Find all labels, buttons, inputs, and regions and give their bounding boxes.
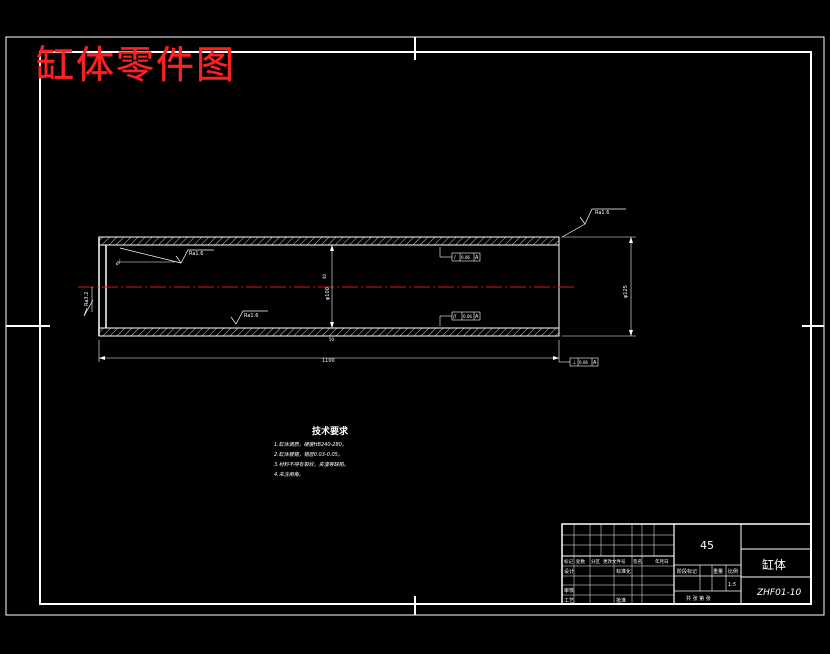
tb-ratio-label: 比例 bbox=[728, 568, 738, 575]
roughness-end-face: Ra3.2 bbox=[84, 292, 90, 306]
inner-frame bbox=[39, 51, 812, 605]
roughness-bottom: Ra1.6 bbox=[244, 313, 258, 319]
tb-weight-label: 重量 bbox=[713, 568, 723, 575]
tb-scale: 1:5 bbox=[728, 582, 736, 588]
tech-heading: 技术要求 bbox=[312, 427, 349, 437]
tb-material: 45 bbox=[700, 539, 714, 552]
dim-chamfer: 45° bbox=[114, 258, 123, 267]
tol-upper-value: 0.06 bbox=[461, 255, 470, 260]
datum-symbol: ⊥ bbox=[572, 360, 576, 366]
tb-drawing-no: ZHF01-10 bbox=[756, 588, 802, 598]
tol-lower-symbol: // bbox=[453, 314, 457, 320]
datum-frame bbox=[559, 357, 599, 367]
roughness-symbols bbox=[83, 208, 626, 325]
tolerance-frame-upper bbox=[439, 247, 481, 262]
tol-upper-symbol: / bbox=[454, 255, 456, 261]
tolerance-frame-lower bbox=[439, 311, 481, 326]
title-block bbox=[561, 523, 812, 605]
tech-line-2: 2.缸体镀铬，铬层0.03-0.05。 bbox=[274, 452, 343, 458]
tol-lower-value: 0.06 bbox=[463, 314, 472, 319]
tb-process-label: 工艺 bbox=[564, 598, 574, 604]
tb-review-label: 审核 bbox=[564, 587, 574, 594]
wall-bottom-hatched bbox=[98, 327, 560, 337]
title-block-header-row: 标记 处数 分区 更改文件号 签名 年月日 bbox=[564, 558, 669, 565]
tol-upper-datum: A bbox=[475, 255, 479, 261]
roughness-outer-top: Ra1.6 bbox=[595, 210, 609, 216]
tb-approve-label: 批准 bbox=[616, 597, 626, 604]
tb-part-name: 缸体 bbox=[762, 557, 786, 572]
dimension-lines bbox=[91, 236, 636, 362]
tech-line-4: 4.未注倒角。 bbox=[274, 472, 304, 478]
tb-sheets: 共 张 第 张 bbox=[686, 595, 711, 602]
tech-requirements: 技术要求 1.缸体调质，硬度HB240-280。 2.缸体镀铬，铬层0.03-0… bbox=[274, 424, 349, 480]
roughness-inner: Ra1.6 bbox=[189, 251, 203, 257]
tb-design-label: 设计 bbox=[564, 568, 574, 575]
dim-small-mark: 50 bbox=[329, 337, 335, 342]
tb-header-3: 更改文件号 bbox=[603, 558, 626, 565]
datum-value: 0.06 bbox=[579, 360, 588, 365]
dimension-arrows bbox=[99, 237, 633, 360]
tb-stage-label: 阶段标记 bbox=[677, 568, 697, 575]
dim-wall-mark: 40 bbox=[322, 273, 327, 279]
cylinder-part bbox=[78, 236, 575, 337]
tb-header-4: 签名 bbox=[633, 558, 642, 565]
tb-header-2: 分区 bbox=[591, 558, 600, 565]
dim-inner-dia: φ100 bbox=[325, 287, 331, 300]
tb-header-1: 处数 bbox=[576, 558, 585, 565]
drawing-title: 缸体零件图 bbox=[36, 43, 237, 87]
tech-line-3: 3.材料不得有裂纹，夹渣等缺陷。 bbox=[274, 462, 349, 468]
tb-header-0: 标记 bbox=[564, 558, 573, 565]
outer-border bbox=[5, 36, 825, 616]
tech-line-1: 1.缸体调质，硬度HB240-280。 bbox=[274, 442, 347, 448]
tol-lower-datum: A bbox=[475, 314, 479, 320]
tb-standardize-label: 标准化 bbox=[616, 568, 631, 575]
dim-length: 1100 bbox=[322, 358, 335, 364]
tb-header-5: 年月日 bbox=[655, 558, 669, 565]
dim-outer-dia: φ125 bbox=[623, 285, 629, 298]
wall-top-hatched bbox=[98, 236, 560, 246]
datum-letter: A bbox=[593, 360, 597, 366]
centering-marks bbox=[6, 37, 824, 615]
